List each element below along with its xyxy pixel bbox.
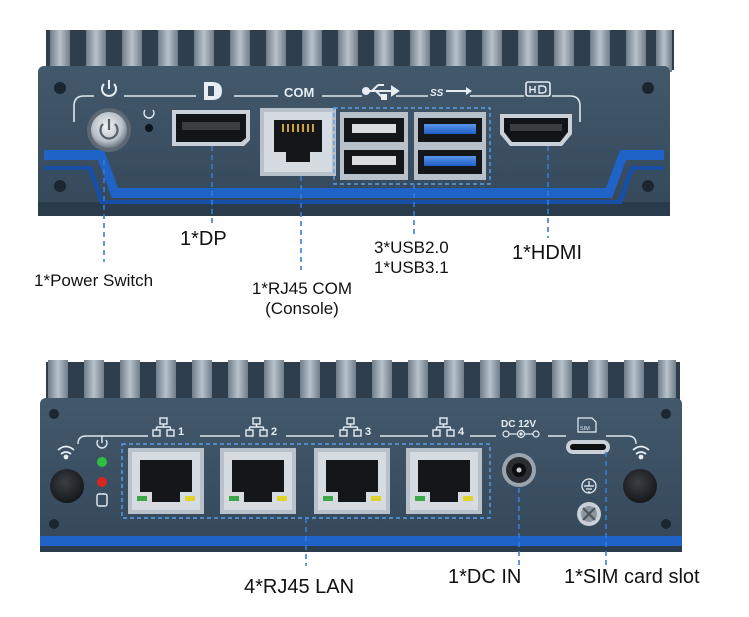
- top-heatsink: [46, 30, 674, 72]
- power-led-bottom-icon: [96, 436, 108, 449]
- usb-callout-line1: 3*USB2.0: [374, 238, 449, 257]
- sim-card-slot[interactable]: [566, 440, 610, 454]
- hdmi-logo-icon: [525, 81, 551, 97]
- bottom-device: 1 2 3 4 DC 12V: [40, 360, 682, 552]
- rj45-com-port[interactable]: [260, 108, 336, 176]
- power-switch-button[interactable]: [87, 108, 131, 152]
- power-button-icon: [99, 119, 119, 140]
- top-blue-stripe: [44, 150, 664, 198]
- top-screws: [54, 82, 654, 192]
- rj45-com-callout: 1*RJ45 COM (Console): [242, 279, 362, 319]
- bottom-heatsink: [46, 360, 680, 404]
- dc-in-jack[interactable]: [502, 453, 536, 487]
- antenna-cap-left: [50, 469, 84, 503]
- usb-callout: 3*USB2.0 1*USB3.1: [374, 238, 449, 278]
- storage-icon: [96, 493, 108, 507]
- ground-screw: [577, 502, 601, 526]
- status-led-green: [97, 457, 107, 467]
- displayport-port[interactable]: [172, 110, 250, 146]
- usb-group-outline: [333, 107, 491, 185]
- displayport-logo-icon: [204, 82, 222, 100]
- sim-callout: 1*SIM card slot: [564, 566, 700, 588]
- rj45-com-callout-line2: (Console): [265, 299, 339, 319]
- rj45-com-callout-line1: 1*RJ45 COM: [251, 279, 353, 298]
- power-symbol-icon: [101, 80, 117, 97]
- lan-callout: 4*RJ45 LAN: [244, 576, 355, 598]
- ground-symbol-icon: [581, 478, 597, 494]
- lan-port-2[interactable]: [220, 448, 296, 514]
- bottom-callout-lines: [305, 452, 607, 566]
- top-device: COM SS: [38, 30, 674, 216]
- power-led-indicator: [143, 109, 155, 132]
- usb-callout-line2: 1*USB3.1: [374, 258, 449, 278]
- hdmi-port[interactable]: [500, 114, 572, 146]
- bottom-blue-stripe: [40, 536, 682, 546]
- antenna-cap-right: [623, 469, 657, 503]
- top-callout-lines: [103, 146, 549, 270]
- dc-polarity-icon: [502, 429, 540, 439]
- sim-card-icon: SIM: [577, 417, 597, 433]
- svg-text:2: 2: [271, 426, 277, 438]
- svg-text:3: 3: [365, 426, 371, 438]
- usb-symbol-icon: [362, 84, 400, 100]
- lan-port-3[interactable]: [314, 448, 390, 514]
- lan-number-icons: 1 2 3 4: [152, 417, 465, 438]
- power-switch-callout: 1*Power Switch: [34, 271, 154, 290]
- svg-text:4: 4: [458, 426, 465, 438]
- status-led-red: [97, 477, 107, 487]
- com-silkscreen: COM: [284, 85, 314, 100]
- usb-superspeed-icon: SS: [430, 87, 472, 99]
- wifi-antenna-left-icon: [57, 445, 75, 460]
- dc-in-callout: 1*DC IN: [448, 566, 522, 588]
- lan-port-1[interactable]: [128, 448, 204, 514]
- wifi-antenna-right-icon: [632, 445, 650, 460]
- dc-12v-silkscreen: DC 12V: [501, 419, 536, 430]
- svg-text:1: 1: [178, 426, 184, 438]
- lan-port-4[interactable]: [406, 448, 482, 514]
- hdmi-callout: 1*HDMI: [512, 242, 583, 264]
- usb3-port-stack[interactable]: [414, 112, 486, 180]
- usb2-port-stack[interactable]: [340, 112, 408, 180]
- bottom-screws: [49, 409, 671, 529]
- svg-text:SS: SS: [430, 88, 444, 99]
- dp-callout: 1*DP: [180, 228, 227, 250]
- svg-text:SIM: SIM: [580, 426, 590, 432]
